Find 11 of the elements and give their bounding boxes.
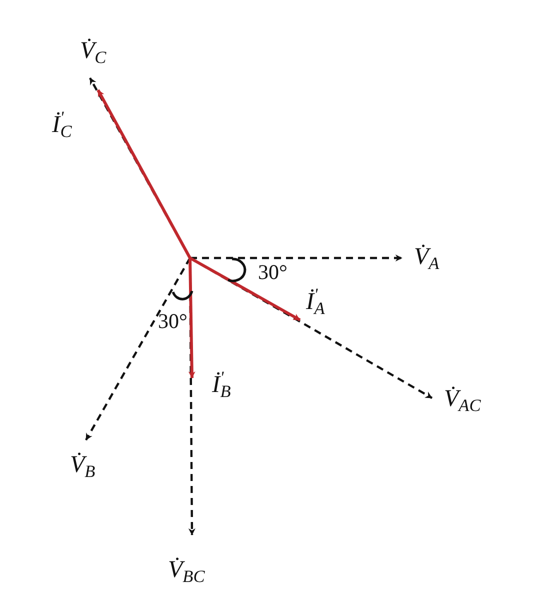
angle-label: 30° (258, 262, 288, 283)
phasor-label: V̇$_{C}$ (80, 38, 106, 64)
dashed-arrow (85, 257, 191, 441)
dashed-arrow (190, 254, 402, 262)
arrow (189, 256, 301, 322)
phasor-label: V̇$_{AC}$ (444, 386, 481, 412)
phasor-label: V̇$_{B}$ (70, 452, 96, 478)
phasor-label: V̇$_{BC}$ (168, 557, 205, 583)
arrow (188, 258, 196, 378)
angle-label: 30° (158, 311, 188, 332)
phasor-label: V̇$_{A}$ (414, 244, 440, 270)
